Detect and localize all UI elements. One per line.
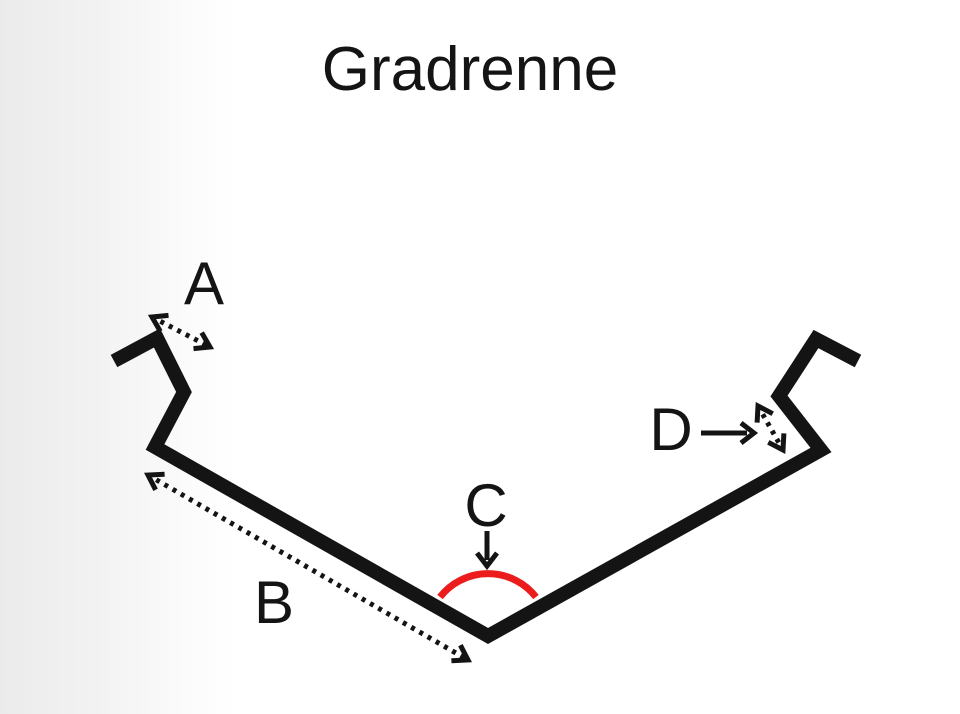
dimension-arrow-a-head-start (147, 312, 169, 333)
dimension-arrow-a-head-end (193, 331, 215, 352)
dimension-arrow-d (754, 401, 787, 455)
pointer-arrow-c (475, 531, 499, 571)
gutter-profile-outline (110, 328, 862, 645)
dimension-arrow-b (144, 471, 472, 664)
dimension-arrow-a (147, 312, 215, 352)
slide-title: Gradrenne (321, 35, 619, 104)
dimension-arrow-a-shaft (150, 314, 212, 350)
pointer-arrow-c-head (475, 551, 499, 571)
label-c: C (464, 472, 508, 539)
dimension-arrow-b-shaft (146, 472, 470, 663)
dimension-arrow-d-head-start (754, 401, 774, 423)
label-d: D (649, 396, 693, 463)
dimension-arrow-b-head-end (451, 644, 472, 664)
angle-arc-c (437, 570, 539, 600)
pointer-arrow-d-head (739, 421, 759, 445)
dimension-arrow-d-head-end (767, 433, 787, 455)
pointer-arrow-d (701, 421, 759, 445)
label-a: A (183, 250, 225, 317)
label-b: B (253, 569, 295, 636)
dimension-arrow-b-head-start (144, 471, 165, 491)
